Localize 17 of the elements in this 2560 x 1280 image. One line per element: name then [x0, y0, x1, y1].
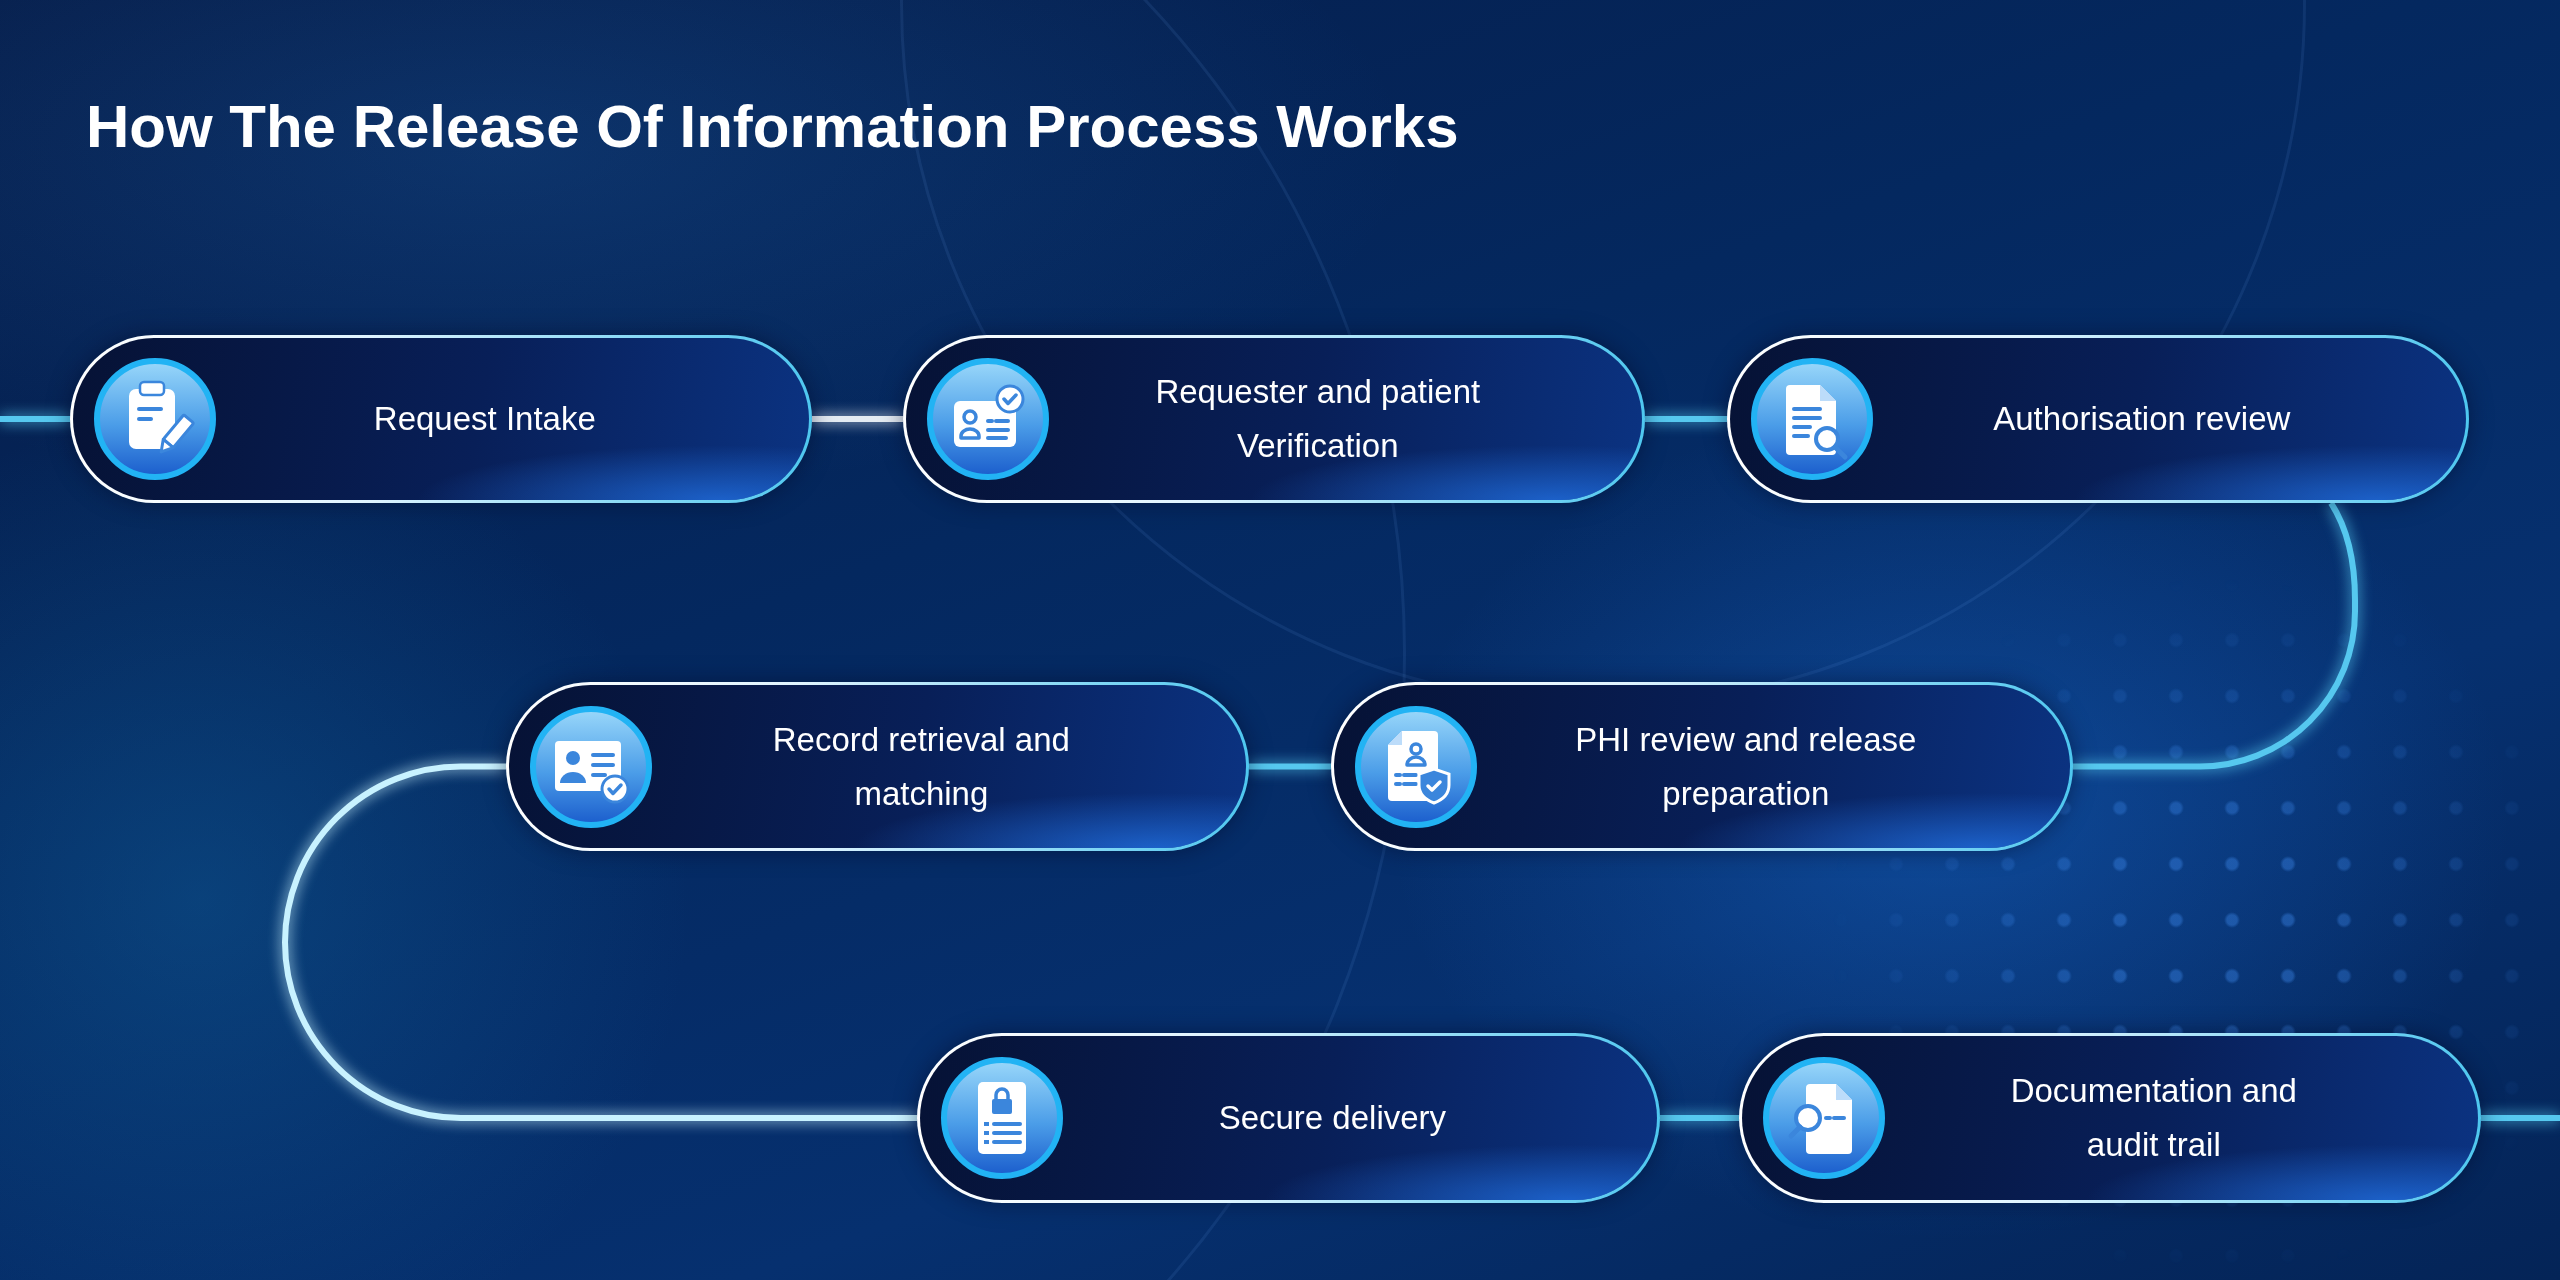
connector-line — [282, 763, 917, 1121]
connector-line — [812, 416, 903, 422]
step-label: Requester and patient Verification — [1154, 371, 1482, 466]
connector-line — [1645, 416, 1727, 422]
step-label: Documentation and audit trail — [2009, 1070, 2298, 1165]
step-label: Secure delivery — [1217, 1097, 1448, 1138]
process-step-pill — [1331, 682, 2073, 851]
step-label: Request Intake — [372, 398, 597, 439]
connector-line — [2481, 1115, 2560, 1121]
step-label: Authorisation review — [1992, 398, 2292, 439]
step-label: Record retrieval and matching — [771, 719, 1071, 814]
connector-line — [0, 416, 70, 422]
diagram-title: How The Release Of Information Process Works — [86, 92, 1459, 161]
connector-line — [2073, 501, 2358, 770]
connector-line — [1249, 763, 1331, 770]
step-label: PHI review and release preparation — [1574, 719, 1918, 814]
connector-line — [1660, 1115, 1739, 1121]
